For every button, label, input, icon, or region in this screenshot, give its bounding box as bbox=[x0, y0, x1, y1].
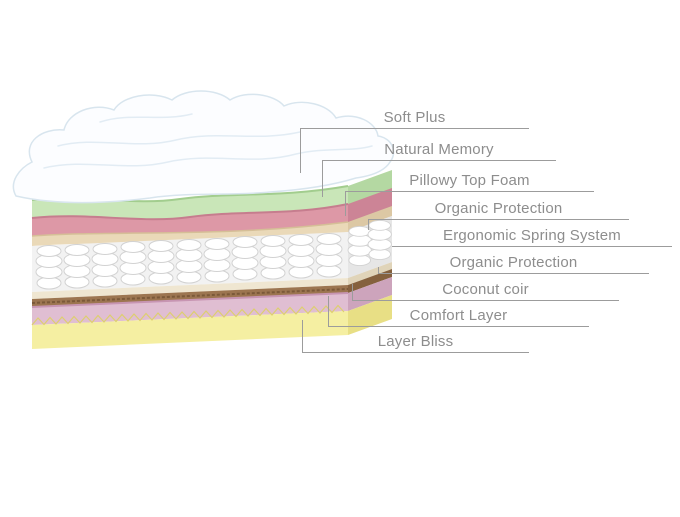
spring-coil bbox=[287, 234, 315, 279]
callout-natural-memory: Natural Memory bbox=[322, 140, 556, 161]
leader-line-organic-protection-bottom bbox=[378, 267, 379, 274]
callout-comfort-layer: Comfort Layer bbox=[328, 306, 589, 327]
leader-line-layer-bliss bbox=[302, 320, 303, 353]
layer-organic-protection-bottom bbox=[32, 278, 348, 299]
callout-pillowy-top-foam: Pillowy Top Foam bbox=[345, 171, 594, 192]
layer-pillowy-side bbox=[348, 188, 392, 224]
spring-coil bbox=[147, 240, 175, 285]
label-layer-bliss: Layer Bliss bbox=[377, 333, 454, 350]
callout-layer-bliss: Layer Bliss bbox=[302, 332, 529, 353]
leader-line-coconut-coir bbox=[352, 284, 353, 301]
layer-coconut-texture bbox=[31, 288, 349, 304]
callout-coconut-coir: Coconut coir bbox=[352, 280, 619, 301]
label-comfort-layer: Comfort Layer bbox=[409, 307, 508, 324]
leader-line-soft-plus bbox=[300, 129, 301, 173]
label-natural-memory: Natural Memory bbox=[384, 141, 494, 158]
callout-soft-plus: Soft Plus bbox=[300, 108, 529, 129]
layer-comfort-side bbox=[348, 277, 392, 311]
quilt-line bbox=[43, 145, 373, 169]
label-organic-protection-top: Organic Protection bbox=[434, 200, 563, 217]
callout-ergonomic-spring-system: Ergonomic Spring System bbox=[392, 226, 672, 247]
layer-organic-top-edge bbox=[31, 221, 349, 237]
spring-coil bbox=[315, 233, 343, 278]
label-pillowy-top-foam: Pillowy Top Foam bbox=[409, 172, 530, 189]
layer-bliss-side bbox=[348, 295, 392, 335]
layer-comfort bbox=[32, 293, 348, 325]
callout-organic-protection-bottom: Organic Protection bbox=[378, 253, 649, 274]
leader-line-pillowy-top-foam bbox=[345, 192, 346, 216]
leader-line-natural-memory bbox=[322, 161, 323, 197]
spring-coil bbox=[175, 239, 203, 284]
layer-coconut-coir bbox=[32, 285, 348, 307]
spring-coil bbox=[63, 244, 91, 289]
layer-coconut-side bbox=[348, 269, 392, 293]
label-ergonomic-spring-system: Ergonomic Spring System bbox=[442, 227, 621, 244]
spring-coil bbox=[259, 235, 287, 280]
quilt-line bbox=[99, 113, 193, 123]
spring-coil bbox=[91, 243, 119, 288]
spring-coil bbox=[203, 238, 231, 283]
layer-organic-protection-top bbox=[32, 222, 348, 246]
quilt-line bbox=[57, 131, 301, 147]
leader-line-comfort-layer bbox=[328, 296, 329, 327]
label-coconut-coir: Coconut coir bbox=[442, 281, 529, 298]
callout-organic-protection-top: Organic Protection bbox=[368, 199, 629, 220]
layer-natural-memory-side bbox=[348, 170, 392, 206]
layer-organic-bottom-side bbox=[348, 262, 392, 285]
layer-pillowy-edge bbox=[31, 203, 349, 221]
layer-bliss bbox=[32, 311, 348, 349]
spring-coil bbox=[119, 241, 147, 286]
label-organic-protection-bottom: Organic Protection bbox=[449, 254, 578, 271]
layer-comfort-edge bbox=[31, 292, 349, 308]
label-soft-plus: Soft Plus bbox=[383, 109, 446, 126]
leader-line-organic-protection-top bbox=[368, 220, 369, 230]
spring-coil bbox=[35, 245, 63, 290]
layer-bliss-zigzag bbox=[31, 304, 345, 326]
spring-coil bbox=[231, 236, 259, 281]
spring-coil bbox=[347, 225, 372, 267]
